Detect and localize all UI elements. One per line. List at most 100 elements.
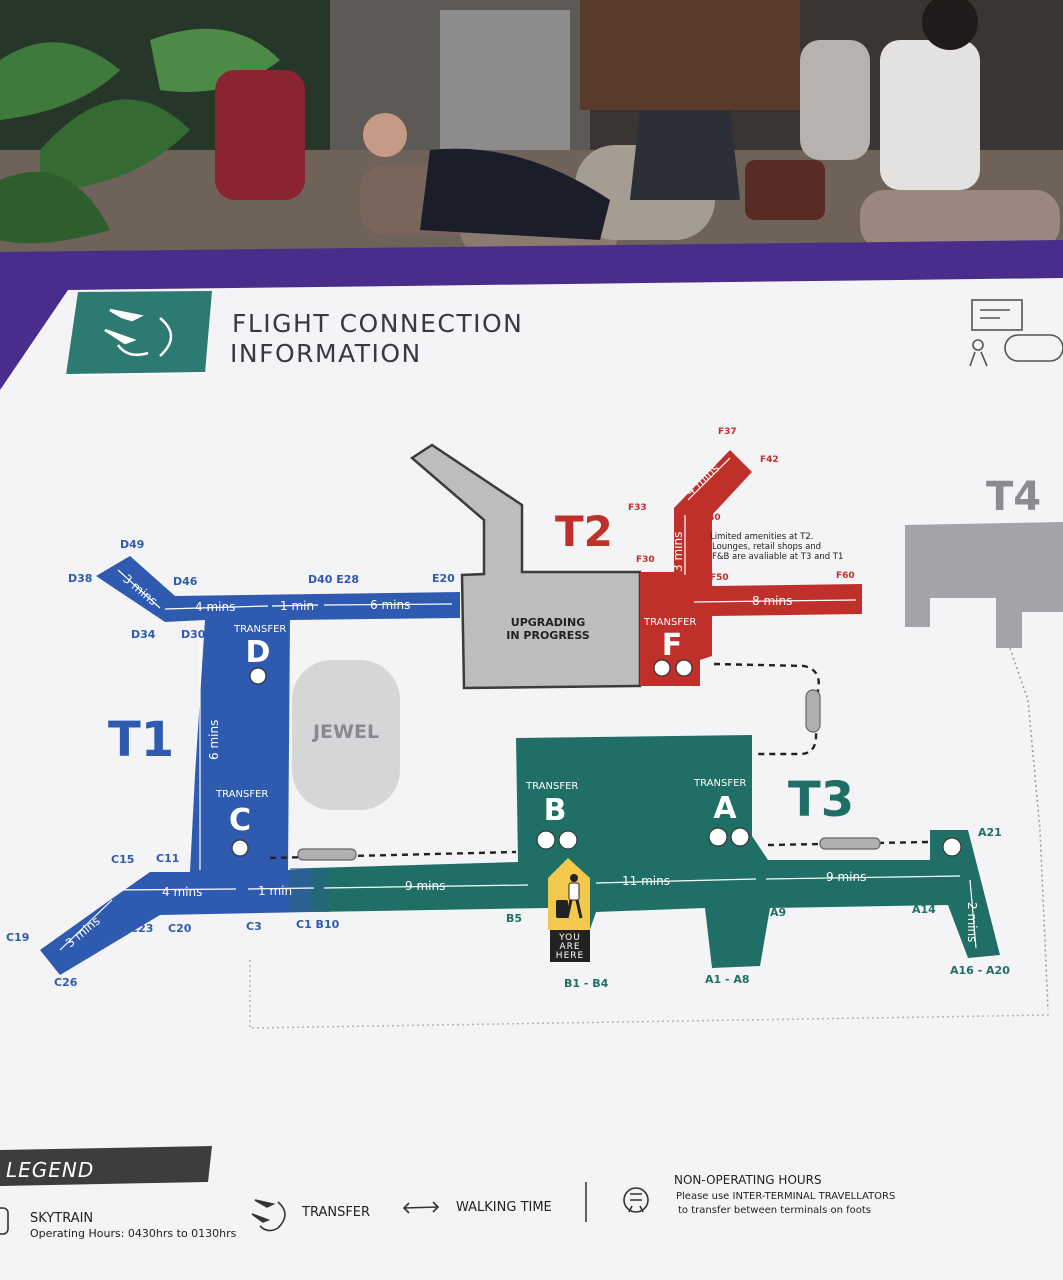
gate-d38: D38 (68, 572, 92, 585)
gate-f50: F50 (710, 573, 729, 583)
transfer-icon (251, 1199, 286, 1232)
amenities-line1: Limited amenities at T2. (710, 532, 813, 542)
sign-title-line1: FLIGHT CONNECTION (232, 309, 523, 338)
transfer-a-letter: A (713, 791, 737, 826)
you-are-here-line3: HERE (556, 951, 584, 961)
walk-d-6: 6 mins (370, 598, 410, 612)
transfer-icon (558, 830, 578, 850)
t1-label: T1 (108, 712, 174, 768)
traveller-icon (556, 874, 583, 919)
gate-c23: C23 (130, 922, 153, 935)
transfer-f-caption: TRANSFER (643, 617, 696, 628)
walk-c-1: 1 min (258, 884, 292, 898)
gate-a16-a20: A16 - A20 (950, 964, 1010, 977)
sign-title-line2: INFORMATION (230, 339, 422, 368)
transfer-b-caption: TRANSFER (525, 781, 578, 792)
gate-c11: C11 (156, 852, 179, 865)
transfer-icon (708, 827, 728, 847)
plane-transfer-icon (104, 308, 173, 357)
walk-f-8: 8 mins (752, 594, 792, 608)
walking-time-icon (402, 1201, 440, 1214)
amenities-line2: Lounges, retail shops and (712, 542, 821, 552)
walk-a-9: 9 mins (826, 870, 866, 884)
you-are-here-line1: YOU (558, 933, 581, 943)
legend-skytrain: SKYTRAIN (30, 1211, 93, 1226)
walk-d-4: 4 mins (195, 600, 235, 614)
skytrain-icon (0, 1207, 9, 1235)
skytrain-icon (297, 848, 357, 861)
walk-f-3: 3 mins (671, 532, 685, 572)
you-are-here-line2: ARE (559, 942, 580, 952)
t3-green-area (312, 735, 1000, 968)
gate-a14: A14 (912, 903, 936, 916)
gate-f42: F42 (760, 455, 779, 465)
walk-ba-11: 11 mins (622, 874, 670, 888)
gate-f30: F30 (636, 555, 655, 565)
gate-c26: C26 (54, 976, 78, 989)
legend-banner (0, 1146, 212, 1186)
t4-building (905, 522, 1063, 648)
transfer-d-caption: TRANSFER (233, 624, 286, 635)
legend-skytrain-hours: Operating Hours: 0430hrs to 0130hrs (30, 1227, 237, 1240)
gate-a9: A9 (770, 906, 786, 919)
legend-walking-time: WALKING TIME (456, 1200, 552, 1215)
gate-f60: F60 (836, 571, 855, 581)
gate-c15: C15 (111, 853, 134, 866)
transfer-icon (231, 839, 249, 857)
gate-a1-a8: A1 - A8 (705, 973, 750, 986)
gate-a21: A21 (978, 826, 1002, 839)
gate-b5: B5 (506, 912, 522, 925)
t2-label: T2 (555, 507, 613, 556)
walk-b-9: 9 mins (405, 879, 445, 893)
t3-label: T3 (788, 772, 854, 828)
gate-c19: C19 (6, 931, 29, 944)
gate-f40: F40 (702, 513, 721, 523)
legend-non-operating-line1: Please use INTER-TERMINAL TRAVELLATORS (676, 1191, 895, 1202)
gate-c1-b10: C1 B10 (296, 918, 340, 931)
transfer-b-letter: B (544, 793, 567, 828)
gate-d40-e28: D40 E28 (308, 573, 359, 586)
t4-label: T4 (986, 474, 1041, 520)
gate-c20: C20 (168, 922, 192, 935)
legend-heading: LEGEND (6, 1158, 94, 1182)
gate-c3: C3 (246, 920, 262, 933)
gate-d46: D46 (173, 575, 198, 588)
legend-non-operating: NON-OPERATING HOURS (674, 1173, 822, 1187)
transfer-f-letter: F (662, 628, 683, 663)
upgrading-line1: UPGRADING (511, 616, 585, 629)
skytrain-icon (819, 837, 881, 850)
lounge-background (0, 0, 1063, 260)
skytrain-icon (805, 689, 821, 733)
transfer-c-caption: TRANSFER (215, 789, 268, 800)
gate-d30: D30 (181, 628, 206, 641)
transfer-d-letter: D (246, 635, 271, 670)
legend-transfer: TRANSFER (301, 1205, 370, 1220)
jewel-building (292, 660, 400, 810)
transfer-icon (942, 837, 962, 857)
transfer-icon (249, 667, 267, 685)
legend-non-operating-line2: to transfer between terminals on foots (678, 1205, 871, 1216)
transfer-icon (536, 830, 556, 850)
transfer-icon (675, 659, 693, 677)
walk-c-4: 4 mins (162, 885, 202, 899)
t2-red-area (640, 450, 862, 686)
transfer-icon (653, 659, 671, 677)
gate-d34: D34 (131, 628, 156, 641)
gate-e20: E20 (432, 572, 455, 585)
t1-blue-area (40, 556, 460, 975)
gate-f37: F37 (718, 427, 737, 437)
amenities-line3: F&B are avaliable at T3 and T1 (712, 552, 843, 562)
transfer-icon (730, 827, 750, 847)
transfer-c-letter: C (229, 803, 251, 838)
walk-a-2: 2 mins (965, 902, 979, 942)
gate-d49: D49 (120, 538, 144, 551)
walk-vertical-6: 6 mins (207, 720, 221, 760)
upgrading-line2: IN PROGRESS (506, 629, 589, 642)
jewel-label: JEWEL (311, 721, 379, 743)
walk-d-1: 1 min (280, 599, 314, 613)
traveller-icon (969, 299, 1063, 367)
gate-f33: F33 (628, 503, 647, 513)
gate-b1-b4: B1 - B4 (564, 977, 609, 990)
